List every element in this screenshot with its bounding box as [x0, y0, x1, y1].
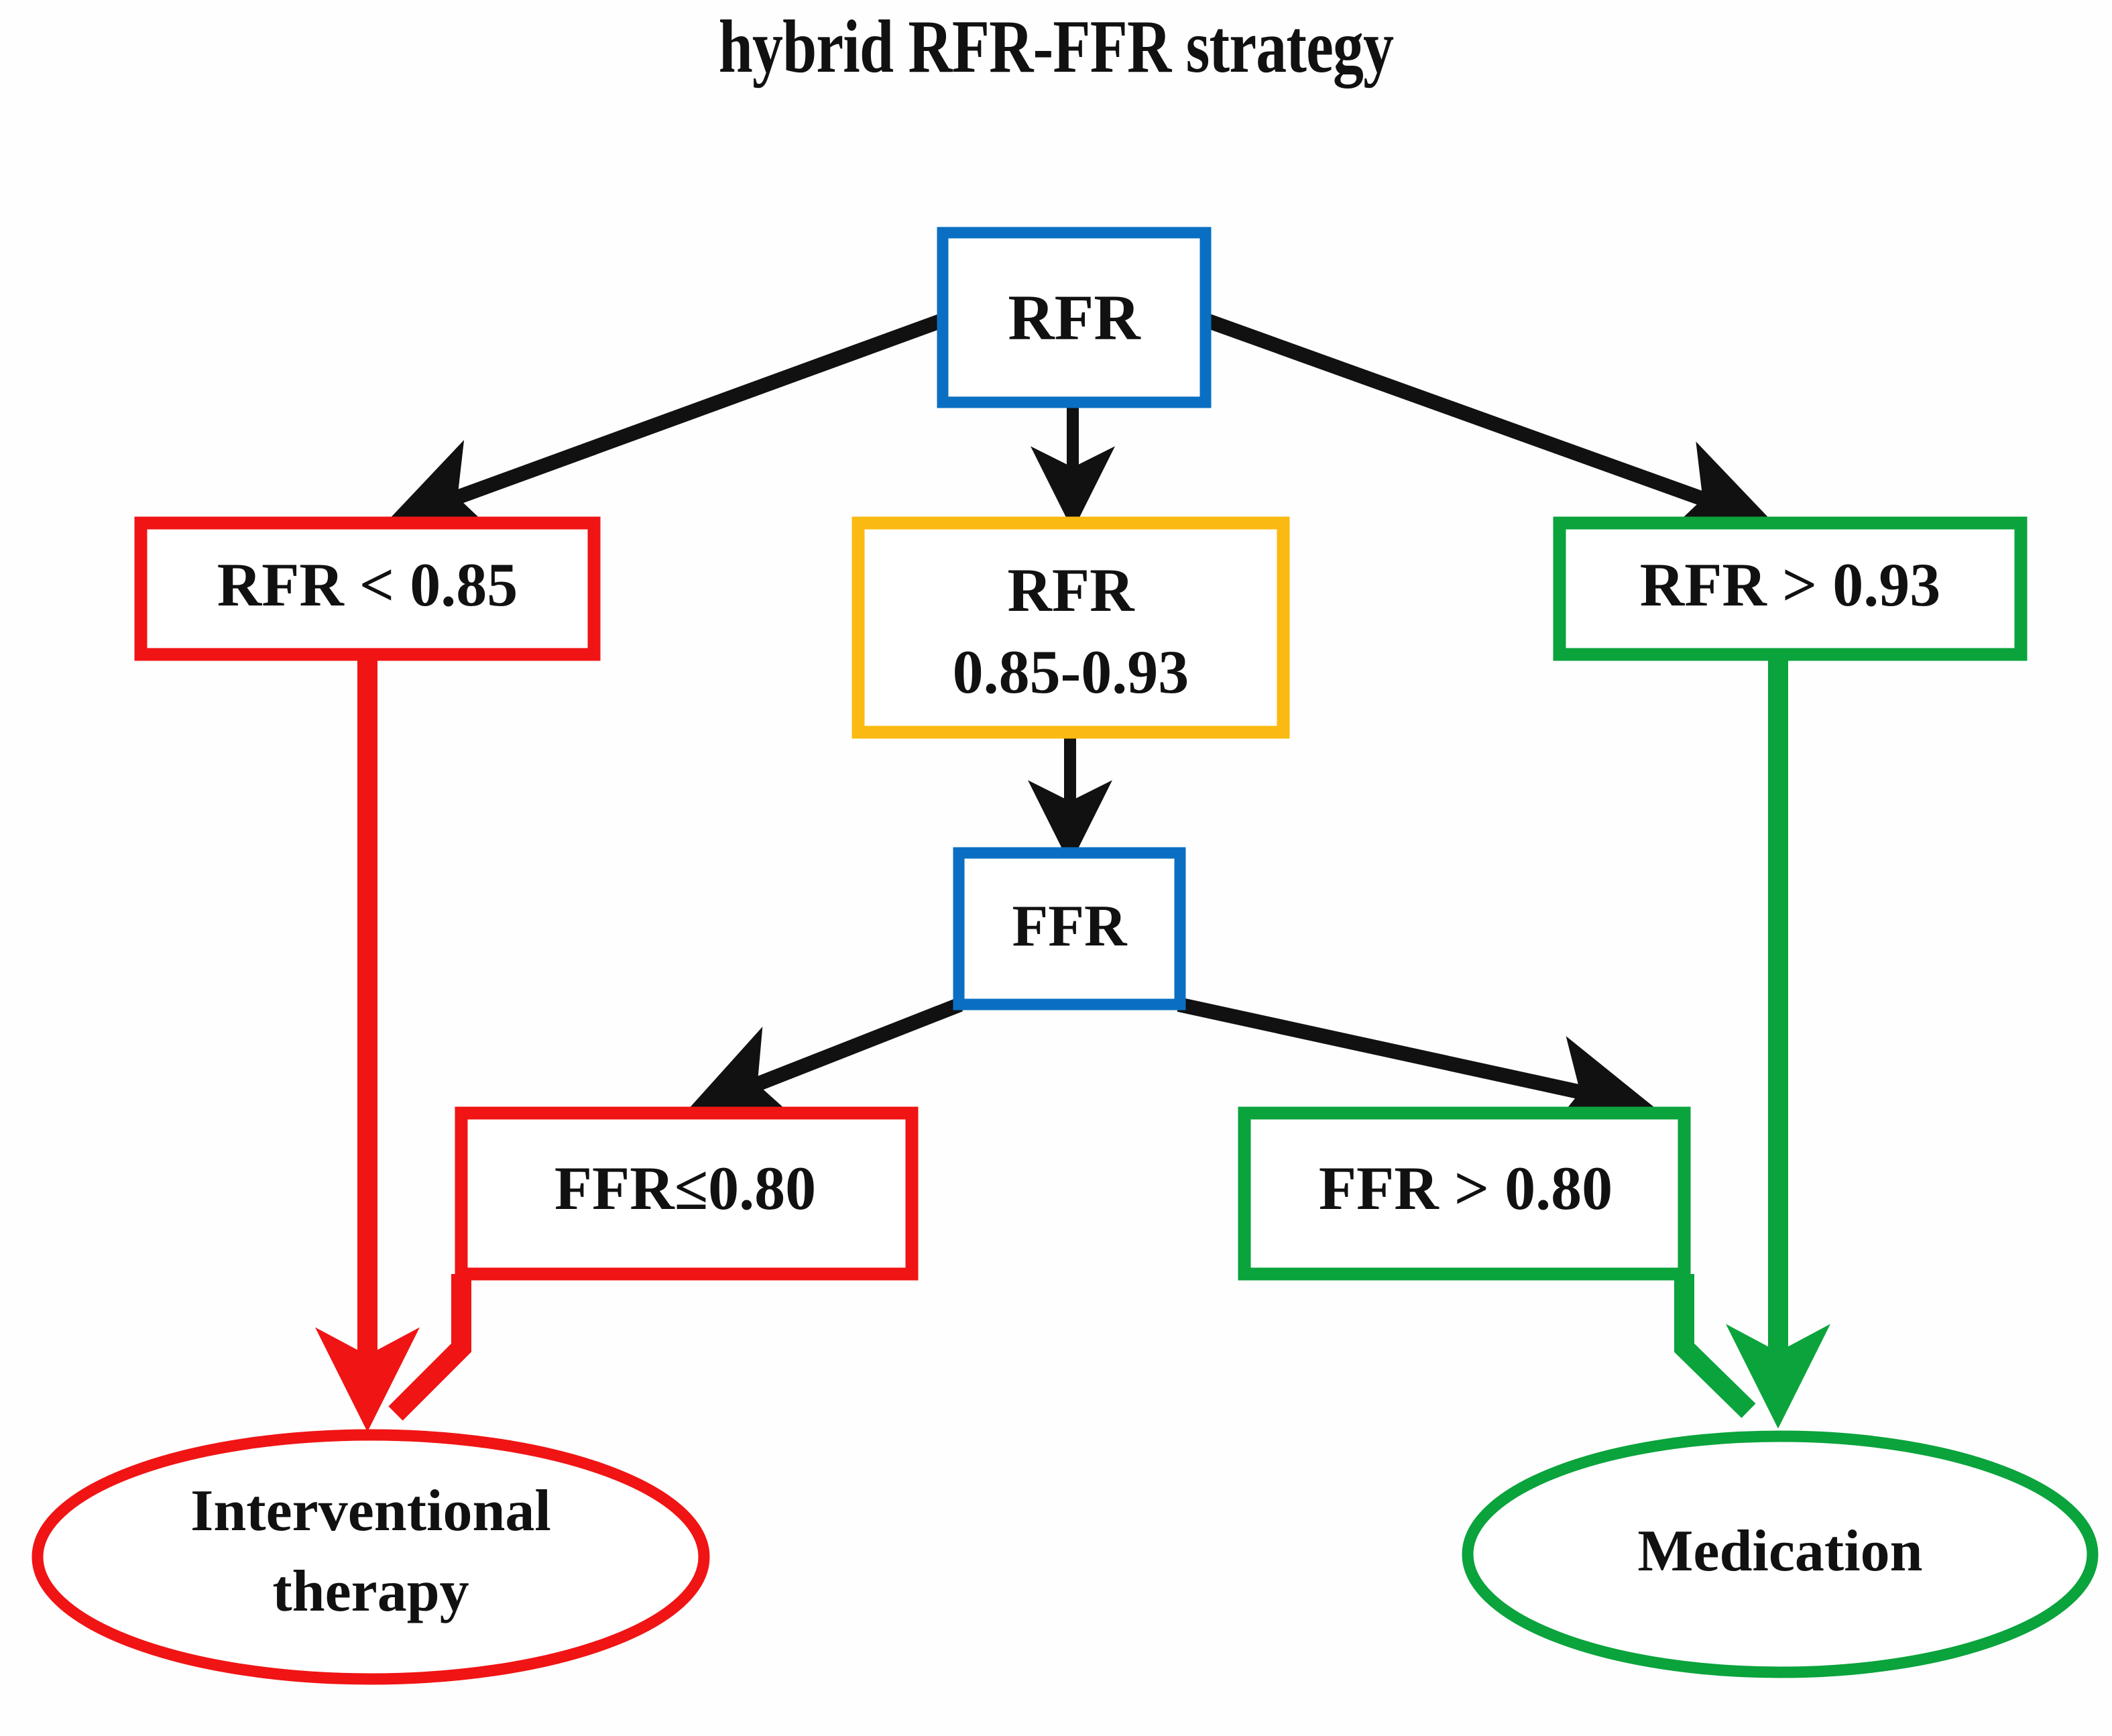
page-title: hybrid RFR-FFR strategy [718, 5, 1394, 89]
ffr-high-box[interactable] [1238, 1106, 1691, 1281]
rfr-high-label: RFR > 0.93 [1640, 551, 1941, 619]
ffr-box[interactable] [953, 847, 1186, 1010]
node-outcome-intervention[interactable]: Interventional therapy [32, 1429, 710, 1685]
rfr-root-box[interactable] [937, 227, 1212, 408]
node-ffr-high[interactable]: FFR > 0.80 [1238, 1106, 1691, 1281]
edge-ffr-high-to-medication [1674, 1274, 1756, 1418]
node-rfr-low[interactable]: RFR < 0.85 [134, 516, 601, 661]
rfr-root-label: RFR [1008, 282, 1141, 353]
node-rfr-high[interactable]: RFR > 0.93 [1553, 516, 2028, 661]
node-ffr[interactable]: FFR [953, 847, 1186, 1010]
ffr-high-label: FFR > 0.80 [1319, 1154, 1612, 1222]
ffr-label: FFR [1012, 894, 1128, 959]
intervention-label-line2: therapy [272, 1559, 469, 1624]
intervention-ellipse[interactable] [32, 1429, 710, 1685]
rfr-mid-label-line1: RFR [1007, 556, 1135, 624]
medication-label: Medication [1637, 1519, 1922, 1584]
edge-ffr-to-ffr-low [685, 997, 963, 1123]
ffr-low-box[interactable] [455, 1106, 919, 1281]
edge-root-to-rfr-high [1204, 313, 1776, 539]
node-ffr-low[interactable]: FFR≤0.80 [455, 1106, 919, 1281]
edge-ffr-to-ffr-high [1177, 997, 1656, 1137]
rfr-high-box[interactable] [1553, 516, 2028, 661]
edge-root-to-rfr-low [384, 313, 945, 537]
rfr-mid-label-line2: 0.85-0.93 [953, 638, 1189, 706]
rfr-low-label: RFR < 0.85 [217, 551, 518, 619]
node-rfr-mid[interactable]: RFR 0.85-0.93 [852, 516, 1290, 739]
node-rfr-root[interactable]: RFR [937, 227, 1212, 408]
rfr-low-box[interactable] [134, 516, 601, 661]
node-outcome-medication[interactable]: Medication [1462, 1430, 2099, 1678]
intervention-label-line1: Interventional [190, 1479, 551, 1544]
edge-ffr-low-to-intervention [388, 1274, 471, 1421]
ffr-low-label: FFR≤0.80 [554, 1154, 816, 1222]
rfr-mid-box[interactable] [852, 516, 1290, 739]
medication-ellipse[interactable] [1462, 1430, 2099, 1678]
